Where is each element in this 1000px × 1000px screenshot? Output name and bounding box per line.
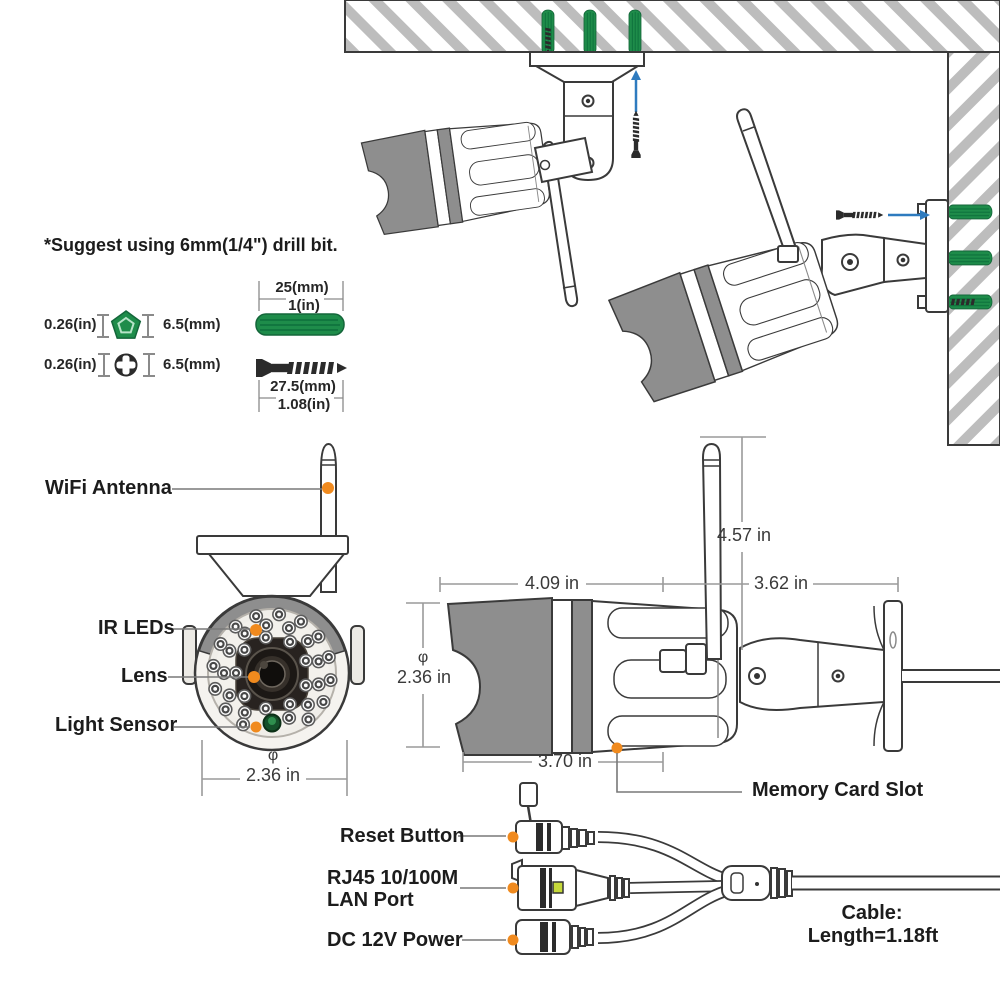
- bracket-length-dim: 3.62 in: [753, 573, 809, 593]
- screw-length-mm: 27.5(mm): [270, 378, 336, 395]
- mount-screw-icon: [836, 210, 884, 220]
- anchor-top-icon: [110, 310, 142, 339]
- light-sensor-label: Light Sensor: [55, 714, 178, 736]
- drill-legend-art: [96, 281, 347, 412]
- dc-power-label: DC 12V Power: [327, 929, 463, 951]
- ir-leds: [206, 607, 338, 732]
- antenna-icon: [541, 140, 579, 308]
- cable-label-line1: Cable:: [841, 902, 903, 924]
- side-view-art: [406, 436, 1000, 793]
- dc-power-icon: [515, 919, 594, 955]
- wall-mount-illustration: [606, 51, 1000, 446]
- anchor-dim-right: 6.5(mm): [163, 316, 221, 333]
- cable-junction: [721, 865, 793, 901]
- wall-camera: [606, 108, 845, 406]
- reset-button-label: Reset Button: [340, 825, 465, 847]
- anchor-dim-left: 0.26(in): [44, 316, 97, 333]
- wifi-antenna-label: WiFi Antenna: [45, 477, 172, 499]
- screw-icon: [256, 359, 347, 377]
- bracket-plate: [196, 535, 349, 555]
- plug-length-mm: 25(mm): [275, 279, 329, 296]
- side-dimension-lines: [406, 436, 899, 772]
- antenna-icon: [701, 442, 723, 660]
- cable-assembly-art: [458, 782, 1000, 955]
- front-diameter-value: 2.36 in: [245, 765, 301, 785]
- screw-length-in: 1.08(in): [277, 396, 331, 413]
- cable-label-line2: Length=1.18ft: [807, 925, 939, 947]
- cable-callouts: [458, 831, 519, 946]
- screw-length-dimension: [256, 359, 347, 412]
- up-arrow-icon: [629, 68, 643, 114]
- memory-card-callout: [611, 742, 742, 793]
- reset-button-icon: [515, 782, 595, 854]
- ceiling-mount-illustration: [344, 0, 1000, 308]
- ceiling-camera: [360, 113, 594, 308]
- plug-length-in: 1(in): [288, 297, 320, 314]
- antenna-height-dim: 4.57 in: [716, 525, 772, 545]
- lan-port-label-line1: RJ45 10/100M: [327, 867, 459, 889]
- mount-screw-icon: [631, 110, 641, 158]
- rj45-port-icon: [511, 858, 630, 911]
- drill-note: *Suggest using 6mm(1/4") drill bit.: [44, 235, 338, 255]
- lens-icon: [235, 637, 309, 711]
- screw-dim-right: 6.5(mm): [163, 356, 221, 373]
- front-diameter-symbol: φ: [267, 747, 279, 764]
- side-bracket: [739, 600, 903, 752]
- base-length-dim: 3.70 in: [537, 751, 593, 771]
- wall-plug-icon: [255, 313, 345, 336]
- front-callouts: [168, 482, 334, 733]
- light-sensor-icon: [262, 713, 282, 733]
- plug-length-dimension: [255, 281, 345, 336]
- screw-head-icon: [114, 353, 138, 377]
- wall-bracket: [820, 199, 949, 313]
- antenna-icon: [736, 108, 799, 257]
- lan-port-label-line2: LAN Port: [327, 889, 414, 911]
- screw-dim-left: 0.26(in): [44, 356, 97, 373]
- side-diameter-symbol: φ: [417, 649, 429, 666]
- front-view-art: [168, 442, 365, 796]
- lens-label: Lens: [121, 665, 168, 687]
- side-diameter-value: 2.36 in: [396, 667, 452, 687]
- memory-card-slot-label: Memory Card Slot: [752, 779, 924, 801]
- body-length-dim: 4.09 in: [524, 573, 580, 593]
- ir-leds-label: IR LEDs: [98, 617, 175, 639]
